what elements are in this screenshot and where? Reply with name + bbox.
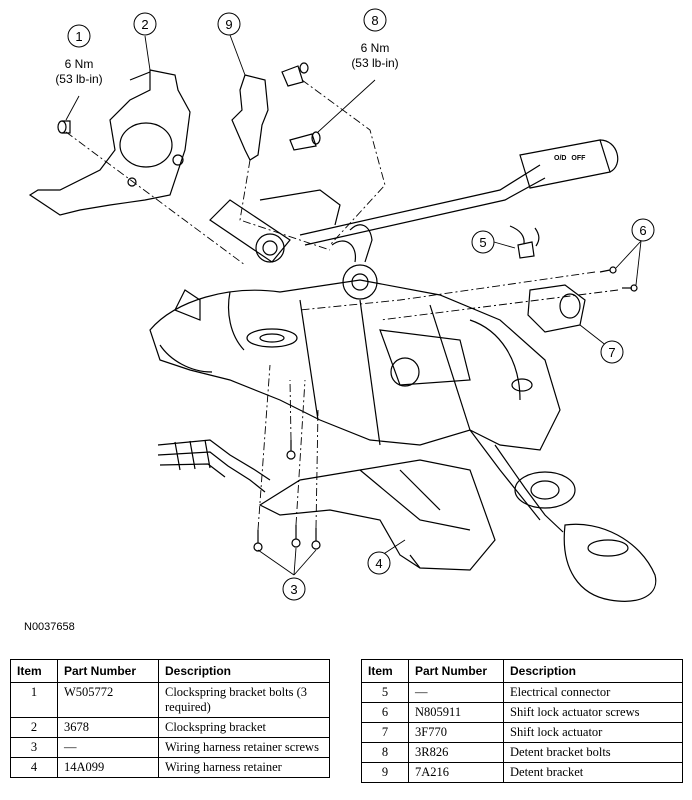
item-cell: 2 [10,717,58,738]
callout-6: 6 [631,218,655,242]
description-cell: Wiring harness retainer screws [158,737,330,758]
table-row: 7 3F770 Shift lock actuator [361,722,683,743]
svg-text:5: 5 [479,235,486,250]
table-row: 5 — Electrical connector [361,682,683,703]
table-row: 3 — Wiring harness retainer screws [10,737,330,758]
parts-table-left: Item Part Number Description 1 W505772 C… [10,659,330,778]
lever-label-od: O/D [554,155,566,162]
svg-text:8: 8 [371,13,378,28]
part-number-cell: 3R826 [408,742,504,763]
svg-text:2: 2 [141,17,148,32]
item-cell: 5 [361,682,409,703]
callout-4: 4 [367,551,391,575]
svg-text:6: 6 [639,223,646,238]
table-row: 2 3678 Clockspring bracket [10,717,330,738]
header-part-number: Part Number [408,659,504,683]
description-cell: Clockspring bracket [158,717,330,738]
torque-spec-8: 6 Nm [361,41,390,55]
description-cell: Wiring harness retainer [158,757,330,778]
item-cell: 6 [361,702,409,723]
clockspring-bracket-bolt [57,120,71,134]
table-row: 9 7A216 Detent bracket [361,762,683,783]
svg-text:3: 3 [290,582,297,597]
item-cell: 7 [361,722,409,743]
table-row: 6 N805911 Shift lock actuator screws [361,702,683,723]
part-number-cell: 7A216 [408,762,504,783]
multifunction-lever: O/D OFF [299,139,619,246]
svg-text:O/D OFF: O/D OFF [554,155,586,162]
alignment-lines [65,79,619,531]
header-item: Item [10,659,58,683]
shift-lock-actuator [527,284,586,333]
part-number-cell: — [57,737,159,758]
callout-3: 3 [282,577,306,601]
description-cell: Clockspring bracket bolts (3 required) [158,682,330,718]
header-item: Item [361,659,409,683]
header-description: Description [158,659,330,683]
description-cell: Shift lock actuator screws [503,702,683,723]
electrical-connector [509,225,540,259]
item-cell: 4 [10,757,58,778]
part-number-cell: — [408,682,504,703]
description-cell: Detent bracket [503,762,683,783]
table-row: 8 3R826 Detent bracket bolts [361,742,683,763]
wiring-harness-retainer-screws [253,440,321,552]
callout-8: 8 6 Nm (53 lb-in) [351,8,399,70]
part-number-cell: 14A099 [57,757,159,778]
header-part-number: Part Number [57,659,159,683]
svg-text:9: 9 [225,17,232,32]
svg-text:1: 1 [75,29,82,44]
table-row: 4 14A099 Wiring harness retainer [10,757,330,778]
torque-spec-1-imperial: (53 lb-in) [55,72,102,86]
exploded-view-diagram: O/D OFF [28,8,657,602]
wiring-harness-retainer [258,459,496,571]
part-number-cell: 3678 [57,717,159,738]
description-cell: Detent bracket bolts [503,742,683,763]
description-cell: Electrical connector [503,682,683,703]
shift-lock-actuator-screws [599,266,638,292]
table-row: 1 W505772 Clockspring bracket bolts (3 r… [10,682,330,718]
detent-bracket [231,74,269,161]
part-number-cell: W505772 [57,682,159,718]
callout-9: 9 [217,12,241,36]
lever-label-off: OFF [571,155,586,162]
svg-text:7: 7 [608,345,615,360]
item-cell: 1 [10,682,58,718]
svg-text:4: 4 [375,556,382,571]
item-cell: 3 [10,737,58,758]
callout-1: 1 6 Nm (53 lb-in) [55,24,103,86]
wiring-harness [157,439,271,493]
part-number-cell: 3F770 [408,722,504,743]
description-cell: Shift lock actuator [503,722,683,743]
detent-bracket-bolts [281,62,321,151]
leader-lines [65,34,642,576]
figure-id: N0037658 [24,621,75,633]
callout-2: 2 [133,12,157,36]
parts-table-right: Item Part Number Description 5 — Electri… [361,659,683,783]
table-header-row: Item Part Number Description [10,659,330,683]
item-cell: 8 [361,742,409,763]
callout-7: 7 [600,340,624,364]
header-description: Description [503,659,683,683]
clockspring-bracket [28,69,191,216]
torque-spec-1: 6 Nm [65,57,94,71]
part-number-cell: N805911 [408,702,504,723]
torque-spec-8-imperial: (53 lb-in) [351,56,398,70]
callout-5: 5 [471,230,495,254]
steering-column-assembly [149,189,657,602]
table-header-row: Item Part Number Description [361,659,683,683]
item-cell: 9 [361,762,409,783]
